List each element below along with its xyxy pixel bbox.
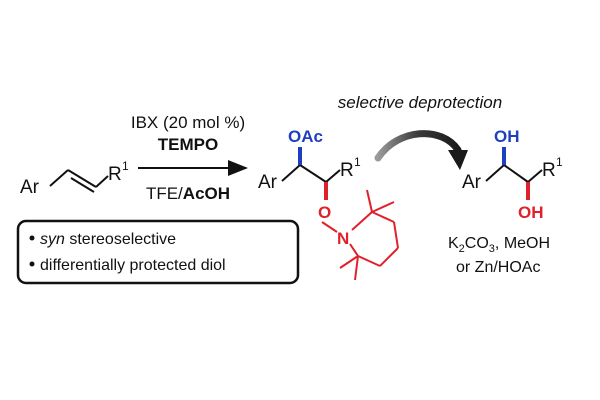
deprotection-step: selective deprotection K2CO3, MeOH or Zn… (338, 93, 550, 276)
feature-item-2: differentially protected diol (40, 257, 226, 274)
deprotection-conditions-2: or Zn/HOAc (456, 259, 540, 276)
product-bond-cc (299, 164, 327, 183)
oac-label: OAc (288, 127, 323, 146)
feature-box-frame (16, 219, 300, 285)
tempo-piperidine-ring (339, 189, 399, 281)
diol-bond-r (527, 169, 543, 183)
bullet-1 (29, 235, 35, 241)
bullet-2 (29, 261, 35, 267)
product-ar-label: Ar (258, 172, 278, 193)
reactant-r-superscript: 1 (122, 159, 129, 173)
curved-arrow-head (448, 150, 468, 170)
diol-oh-bottom-label: OH (518, 203, 544, 222)
diol-r-superscript: 1 (556, 155, 563, 169)
reactant-double-bond-b (70, 177, 95, 193)
curved-arrow-shaft (374, 130, 462, 162)
o-n-bond (321, 221, 338, 233)
deprotection-title: selective deprotection (338, 93, 502, 112)
reactant-ar-label: Ar (20, 177, 40, 198)
diol-bond-cc (503, 164, 529, 183)
feature-item-1: syn stereoselective (40, 231, 176, 248)
diol-ar-label: Ar (462, 172, 482, 193)
product-bond-ar (281, 164, 301, 182)
tempo-text: TEMPO (158, 135, 218, 154)
reactant-alkene: Ar R 1 (20, 159, 129, 198)
product-r-superscript: 1 (354, 155, 361, 169)
product-r-label: R (340, 160, 354, 181)
reactant-double-bond-a (67, 169, 97, 188)
reactant-bond-3 (95, 175, 109, 188)
product-bond-r (325, 169, 341, 183)
reactant-r-label: R (108, 164, 122, 185)
diol-molecule: Ar R 1 OH OH (462, 127, 563, 222)
product-molecule: Ar R 1 OAc O N (258, 127, 399, 281)
diol-r-label: R (542, 160, 556, 181)
deprotection-conditions-1: K2CO3, MeOH (448, 235, 550, 255)
reaction-conditions: IBX (20 mol %) TEMPO TFE/AcOH (131, 113, 248, 203)
solvent-text: TFE/AcOH (146, 184, 230, 203)
n-label: N (337, 229, 349, 248)
o-label: O (318, 203, 331, 222)
reagent-text: IBX (20 mol %) (131, 113, 245, 132)
feature-box: syn stereoselective differentially prote… (16, 219, 300, 285)
diol-oh-top-label: OH (494, 127, 520, 146)
reactant-bond-1 (49, 169, 69, 187)
diol-bond-ar (485, 164, 505, 182)
